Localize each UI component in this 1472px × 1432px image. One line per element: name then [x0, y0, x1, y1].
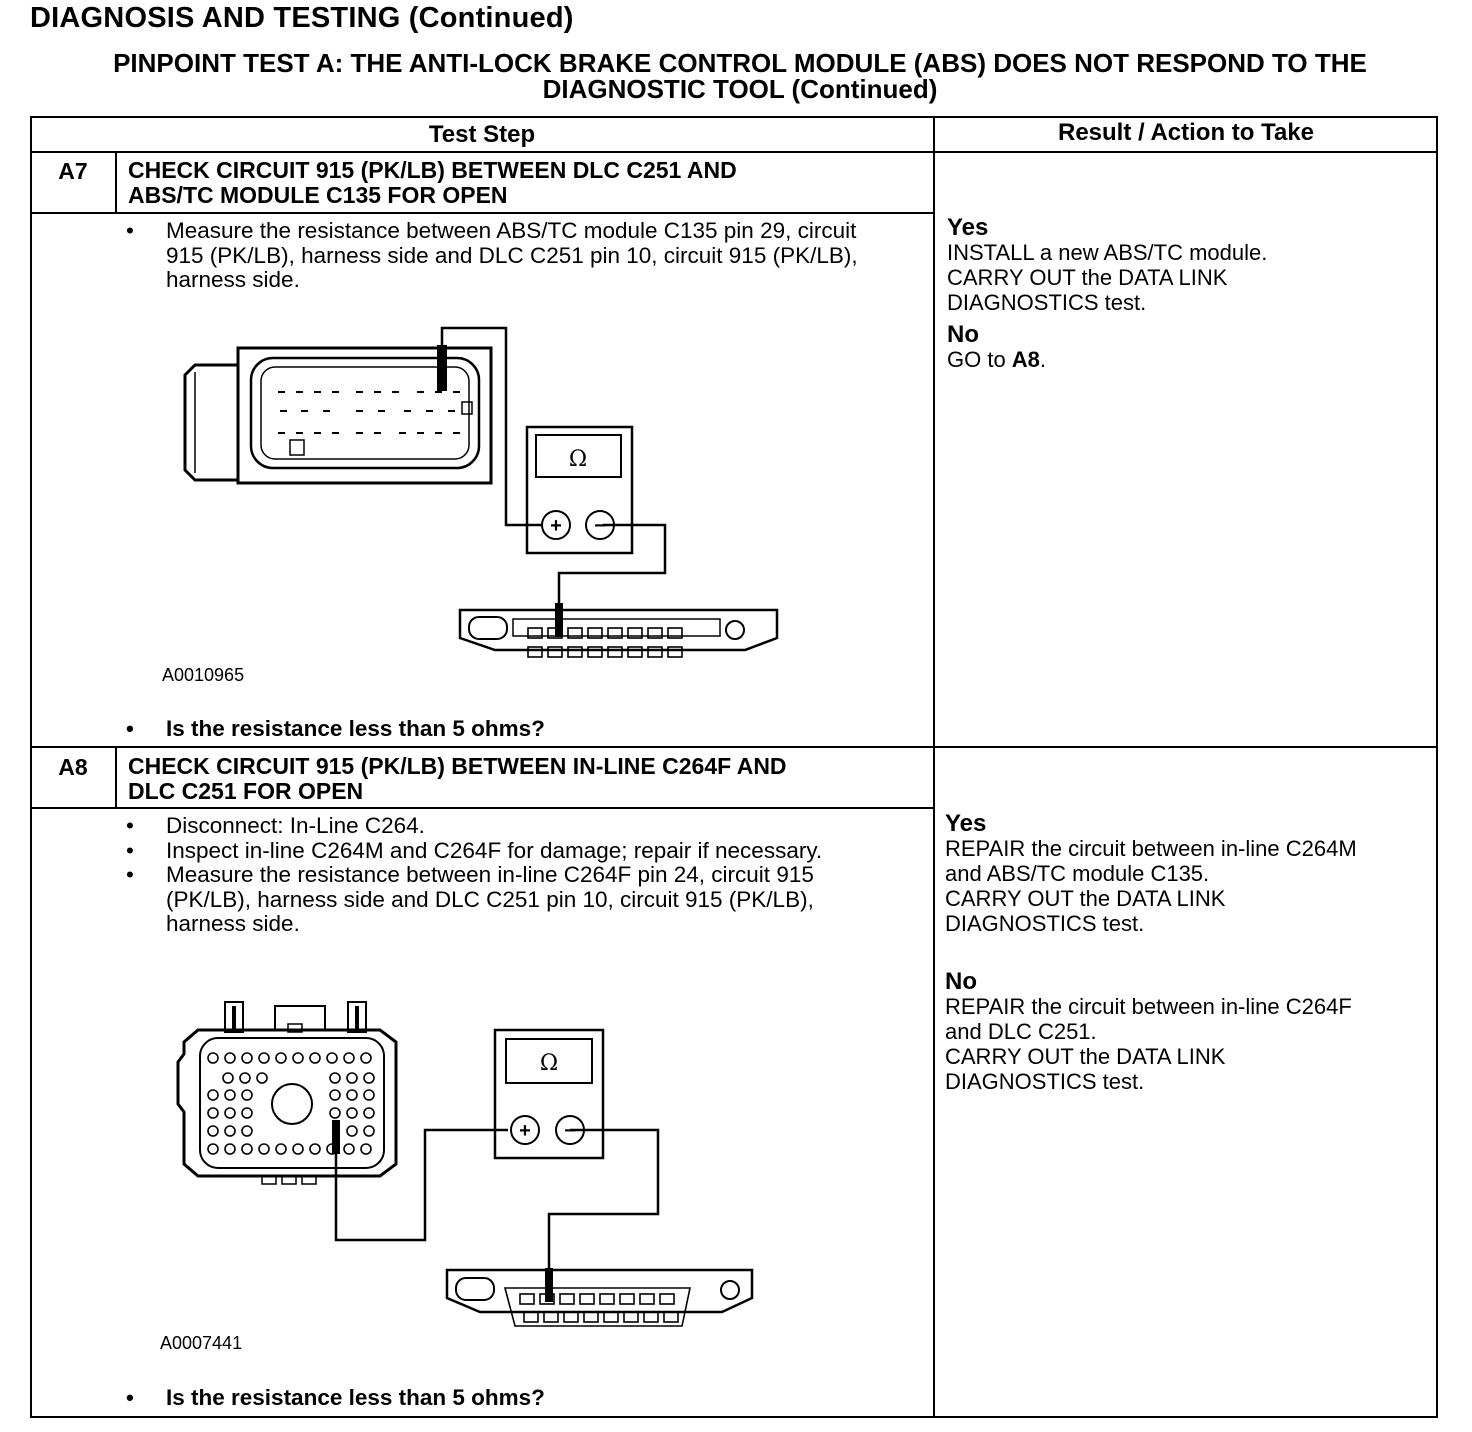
page-title: DIAGNOSIS AND TESTING (Continued) [30, 2, 574, 34]
a8-instruction: Inspect in-line C264M and C264F for dama… [126, 838, 846, 864]
a7-figure-code: A0010965 [162, 665, 245, 685]
a8-instructions: Disconnect: In-Line C264. Inspect in-lin… [126, 813, 876, 937]
ohmmeter [493, 1028, 605, 1160]
a8-step-id: A8 [58, 754, 88, 780]
header-rule [30, 151, 1438, 153]
ohmmeter [525, 425, 634, 555]
a7-minus-terminal-label: − [594, 515, 606, 537]
a7-title-rule [30, 212, 934, 214]
a8-no-action: CARRY OUT the DATA LINK [945, 1044, 1226, 1069]
pinpoint-test-title: PINPOINT TEST A: THE ANTI-LOCK BRAKE CON… [40, 50, 1440, 102]
a8-wiring-diagram: Ω + − [176, 1001, 754, 1327]
a7-no-action-suffix: . [1039, 347, 1047, 372]
a8-plus-terminal-label: + [519, 1120, 531, 1142]
a7-plus-terminal-label: + [550, 515, 562, 537]
a8-no-action: REPAIR the circuit between in-line C264F [945, 994, 1352, 1019]
probe-dlc [555, 603, 563, 637]
probe-dlc [545, 1268, 553, 1302]
a8-id-divider [115, 746, 117, 808]
a8-instruction: Measure the resistance between in-line C… [126, 862, 886, 937]
a8-step-title-line-1: CHECK CIRCUIT 915 (PK/LB) BETWEEN IN-LIN… [128, 753, 787, 779]
a8-yes-action: REPAIR the circuit between in-line C264M [945, 836, 1357, 861]
a7-instructions: Measure the resistance between ABS/TC mo… [126, 218, 876, 293]
a7-yes-action: CARRY OUT the DATA LINK [947, 265, 1228, 290]
a8-yes-action: CARRY OUT the DATA LINK [945, 886, 1226, 911]
a8-minus-terminal-label: − [564, 1120, 576, 1142]
a8-row-rule [30, 746, 1438, 748]
a8-yes-action: and ABS/TC module C135. [945, 861, 1210, 886]
a8-yes-heading: Yes [945, 810, 987, 837]
a7-no-action-target[interactable]: A8 [1011, 347, 1040, 372]
a7-no-action-prefix: GO to [947, 347, 1012, 372]
a7-step-title-line-1: CHECK CIRCUIT 915 (PK/LB) BETWEEN DLC C2… [128, 157, 737, 183]
a8-no-action: and DLC C251. [945, 1019, 1097, 1044]
a7-instruction: Measure the resistance between ABS/TC mo… [126, 218, 881, 293]
a8-no-heading: No [945, 968, 977, 995]
a8-ohm-symbol: Ω [540, 1051, 558, 1076]
pinpoint-test-title-line-2: DIAGNOSTIC TOOL (Continued) [542, 74, 938, 104]
column-divider [933, 116, 935, 1418]
a7-no-action: GO to A8. [947, 347, 1432, 372]
a8-title-rule [30, 807, 934, 809]
a8-step-title: CHECK CIRCUIT 915 (PK/LB) BETWEEN IN-LIN… [128, 754, 918, 804]
probe-c135 [437, 345, 447, 391]
a7-step-id: A7 [58, 158, 88, 184]
a7-dlc-pins [527, 627, 683, 658]
a8-dlc-pins [519, 1293, 679, 1323]
dlc-connector-c251 [445, 1268, 754, 1327]
a8-no-action: DIAGNOSTICS test. [945, 1069, 1145, 1094]
header-result-action: Result / Action to Take [1057, 119, 1315, 146]
a7-step-title-line-2: ABS/TC MODULE C135 FOR OPEN [128, 182, 508, 208]
a8-figure-code: A0007441 [160, 1333, 243, 1353]
a8-yes-action: DIAGNOSTICS test. [945, 911, 1145, 936]
pinpoint-test-title-line-1: PINPOINT TEST A: THE ANTI-LOCK BRAKE CON… [113, 48, 1367, 78]
a7-id-divider [115, 151, 117, 213]
a7-question: Is the resistance less than 5 ohms? [126, 716, 545, 742]
a7-yes-heading: Yes [947, 214, 989, 241]
abs-module-connector-c135 [183, 346, 493, 485]
a8-instruction: Disconnect: In-Line C264. [126, 813, 876, 839]
a7-yes-action: DIAGNOSTICS test. [947, 290, 1147, 315]
a7-results: Yes INSTALL a new ABS/TC module. CARRY O… [947, 214, 1432, 373]
a7-step-title: CHECK CIRCUIT 915 (PK/LB) BETWEEN DLC C2… [128, 158, 918, 208]
inline-connector-c264f [176, 1001, 398, 1185]
a7-yes-action: INSTALL a new ABS/TC module. [947, 240, 1268, 265]
a8-step-title-line-2: DLC C251 FOR OPEN [128, 778, 364, 804]
header-test-step: Test Step [428, 121, 536, 148]
a7-no-heading: No [947, 321, 979, 348]
a8-question: Is the resistance less than 5 ohms? [126, 1385, 545, 1411]
probe-c264f [332, 1120, 340, 1154]
test-table [30, 116, 1438, 1418]
a7-wiring-diagram: Ω + − [183, 326, 779, 652]
a8-results: Yes REPAIR the circuit between in-line C… [945, 810, 1430, 1095]
dlc-connector-c251 [458, 608, 779, 652]
a7-ohm-symbol: Ω [569, 447, 587, 472]
